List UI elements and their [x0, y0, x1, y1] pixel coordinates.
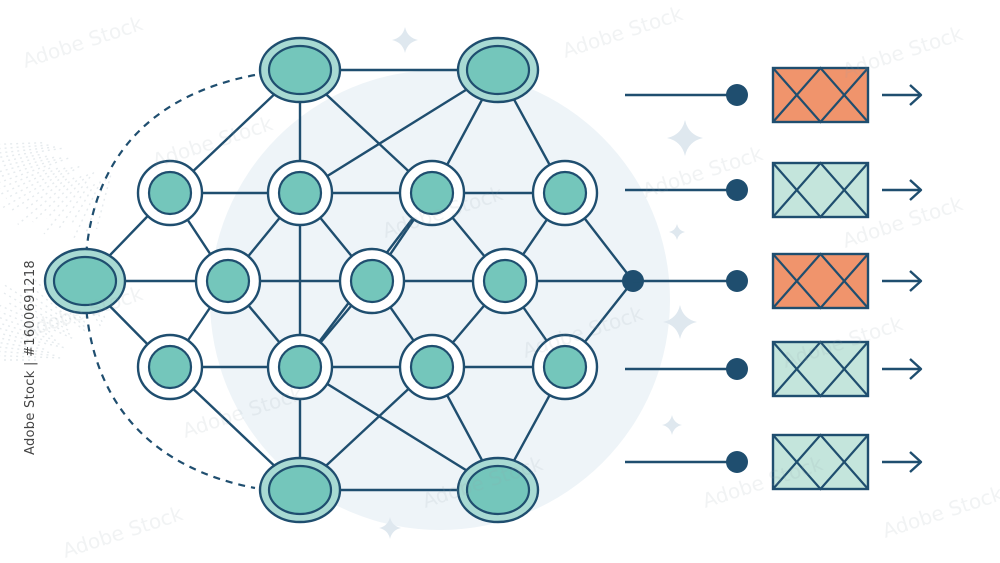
output-row-1 [625, 66, 923, 124]
output-dot [726, 270, 748, 292]
burst-ray [0, 342, 45, 350]
node-top-left [258, 36, 342, 104]
output-dot [726, 84, 748, 106]
sparkle-icon [663, 305, 697, 339]
node-bottom-right [456, 456, 540, 524]
node-bottom-left [258, 456, 342, 524]
sparkle-icon [392, 27, 418, 53]
output-dot [726, 358, 748, 380]
dashed-arc [83, 73, 256, 490]
burst-ray [24, 280, 86, 332]
output-dot [726, 179, 748, 201]
burst-ray [0, 147, 62, 158]
node-left-hub [43, 247, 127, 315]
sparkle-icon [669, 224, 685, 240]
node-c3 [398, 333, 466, 401]
arrow-right-icon [882, 179, 923, 201]
burst-ray [46, 174, 89, 220]
background-halo [210, 70, 670, 530]
burst-ray [0, 167, 51, 189]
burst-ray [0, 304, 73, 339]
output-rows [625, 66, 923, 491]
burst-ray [43, 171, 95, 235]
burst-ray [0, 167, 59, 196]
arrow-right-icon [882, 84, 923, 106]
node-a1 [136, 159, 204, 227]
burst-ray [5, 167, 66, 200]
output-row-2 [625, 161, 923, 219]
node-c4 [531, 333, 599, 401]
burst-ray [24, 289, 68, 322]
sparkle-icon [662, 415, 682, 435]
burst-ray [0, 332, 64, 349]
node-top-right [456, 36, 540, 104]
burst-ray [25, 271, 85, 328]
arrow-right-icon [882, 358, 923, 380]
output-row-4 [625, 340, 923, 398]
burst-ray [17, 177, 75, 226]
arrow-right-icon [882, 270, 923, 292]
output-box-mint [771, 433, 870, 491]
node-a3 [398, 159, 466, 227]
burst-ray [0, 346, 50, 354]
node-a2 [266, 159, 334, 227]
output-box-mint [771, 161, 870, 219]
edge-top-right-a2 [299, 68, 499, 195]
burst-ray [0, 156, 55, 173]
burst-ray [0, 317, 53, 337]
burst-ray [0, 166, 73, 211]
burst-ray [70, 183, 96, 226]
node-c1 [136, 333, 204, 401]
burst-ray [57, 186, 89, 231]
burst-ray [84, 178, 107, 236]
burst-ray [0, 157, 69, 183]
output-box-orange [771, 252, 870, 310]
node-b1 [194, 247, 262, 315]
burst-ray [0, 153, 40, 163]
node-b2 [338, 247, 406, 315]
node-b3 [471, 247, 539, 315]
burst-ray [1, 282, 68, 327]
output-row-3 [633, 252, 923, 310]
sparkle-icon [379, 517, 401, 539]
burst-ray [24, 178, 68, 211]
burst-ray [0, 146, 56, 154]
sparkle-icon [667, 120, 703, 156]
burst-ray [9, 165, 80, 212]
node-c2 [266, 333, 334, 401]
burst-ray [32, 175, 82, 223]
output-dot [726, 451, 748, 473]
burst-ray [95, 175, 112, 230]
edge-c2-bottom-right [299, 365, 499, 492]
network-nodes [43, 36, 644, 524]
node-a4 [531, 159, 599, 227]
output-row-5 [625, 433, 923, 491]
output-box-mint [771, 340, 870, 398]
arrow-right-icon [882, 451, 923, 473]
burst-ray [2, 292, 69, 331]
stock-id-label: Adobe Stock | #1600691218 [23, 260, 38, 455]
burst-ray [72, 181, 102, 241]
output-box-orange [771, 66, 870, 124]
